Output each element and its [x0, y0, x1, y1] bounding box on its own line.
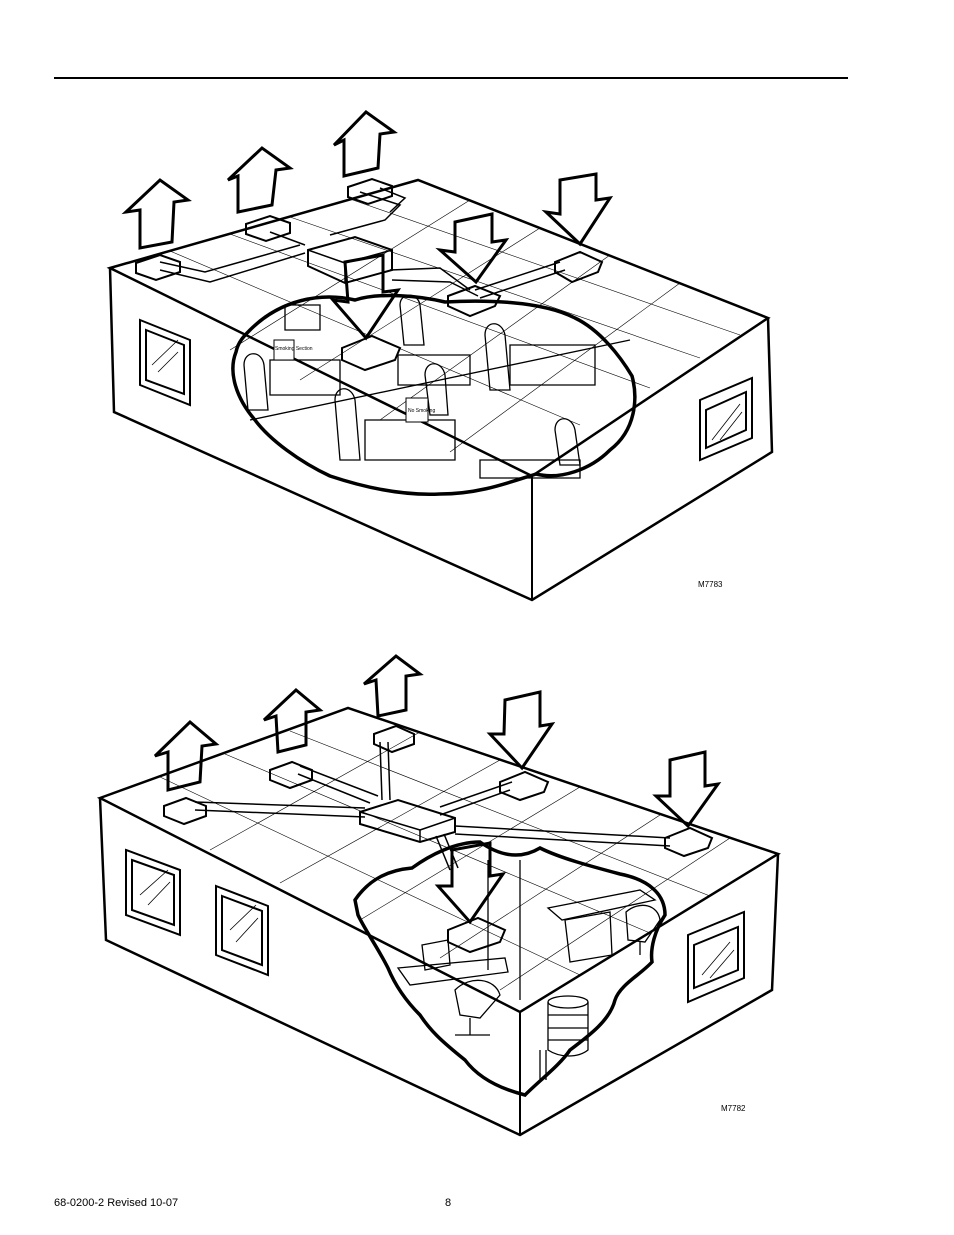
exhaust-arrow-icon — [121, 110, 398, 250]
smoking-sign-text: Smoking Section — [275, 346, 313, 352]
header-rule — [54, 77, 848, 79]
figure-code: M7783 — [698, 580, 723, 589]
document-id: 68-0200-2 Revised 10-07 — [54, 1197, 179, 1209]
supply-arrow-icon — [434, 690, 722, 925]
exhaust-arrow-icon — [153, 654, 424, 792]
page-number: 8 — [445, 1197, 452, 1209]
supply-arrow-icon — [329, 172, 614, 341]
restaurant-ventilation-illustration: Smoking Section No Smoking — [0, 100, 954, 610]
no-smoking-sign-text: No Smoking — [408, 408, 435, 414]
office-ventilation-illustration — [0, 650, 954, 1150]
figure-code: M7782 — [721, 1104, 746, 1113]
